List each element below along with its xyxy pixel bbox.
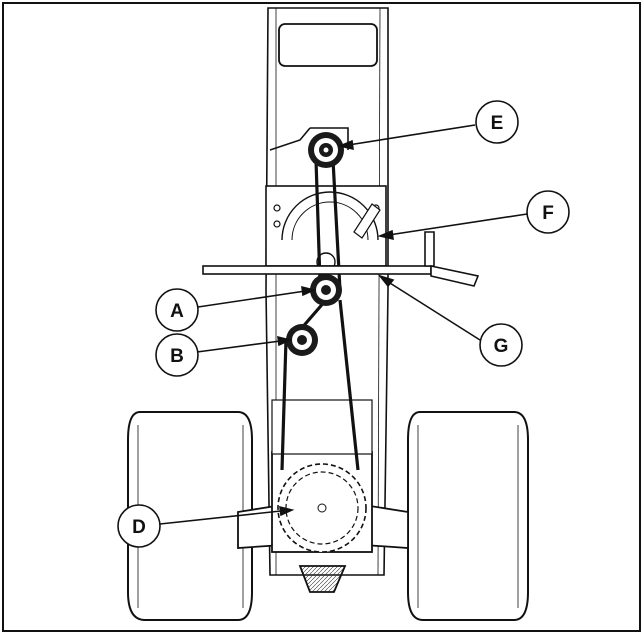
idler-pulley-b <box>286 324 318 356</box>
callout-a-label: A <box>170 301 184 322</box>
right-tire <box>407 411 529 621</box>
frame-window <box>278 23 378 67</box>
engine-pulley-e <box>308 132 344 168</box>
idler-pulley-a <box>310 274 342 306</box>
callout-g: G <box>479 323 523 367</box>
left-tire <box>127 411 253 621</box>
transaxle-pulley-d <box>277 463 367 553</box>
callout-e-label: E <box>491 113 504 134</box>
callout-e: E <box>475 100 519 144</box>
callout-d-label: D <box>132 517 146 538</box>
drive-belts <box>280 159 360 471</box>
callout-b-label: B <box>170 346 184 367</box>
callout-b: B <box>155 333 199 377</box>
figure-border <box>2 2 641 632</box>
control-rod <box>202 231 480 287</box>
callout-a: A <box>155 288 199 332</box>
callout-g-label: G <box>494 336 509 357</box>
callout-f: F <box>526 190 570 234</box>
callout-d: D <box>117 504 161 548</box>
callout-f-label: F <box>542 203 554 224</box>
leader-lines <box>159 124 528 525</box>
bracket-plate <box>265 185 387 272</box>
